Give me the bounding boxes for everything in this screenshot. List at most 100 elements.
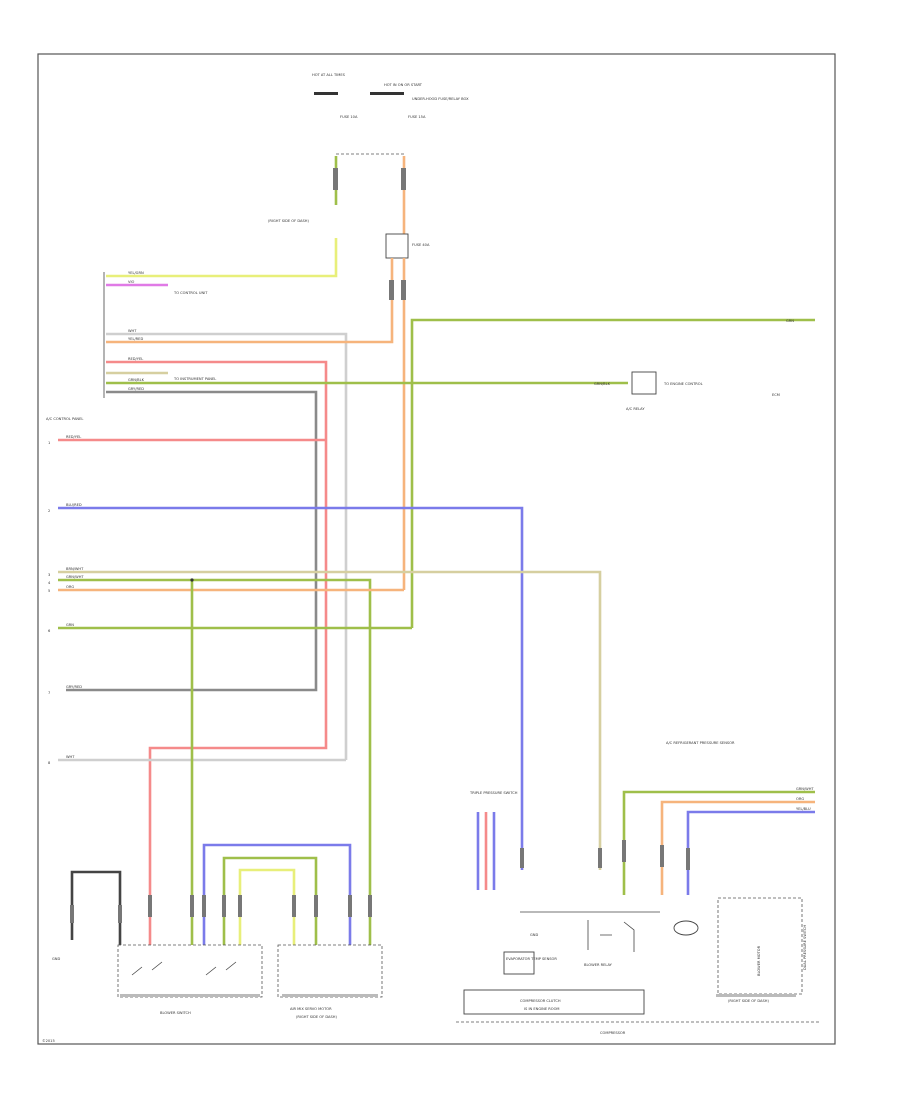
connector bbox=[598, 848, 602, 868]
relay-contacts bbox=[587, 920, 635, 952]
splice bbox=[190, 578, 194, 582]
fuse-box-label-right: HOT IN ON OR START bbox=[384, 83, 423, 87]
thermo-sensor bbox=[503, 951, 535, 975]
ground-label: GND bbox=[530, 933, 538, 937]
connector bbox=[686, 848, 690, 870]
harness-label-c: TO ENGINE CONTROL bbox=[663, 382, 703, 386]
dual-pressure-label: DUAL PRESSURE SWITCH bbox=[803, 925, 807, 970]
wire-white bbox=[106, 332, 348, 760]
wire-label: GRY/RED bbox=[128, 387, 144, 391]
fuse-a-label: FUSE 10A bbox=[340, 115, 358, 119]
compressor-label: COMPRESSOR bbox=[600, 1031, 626, 1035]
compressor-clutch-label: COMPRESSOR CLUTCH bbox=[520, 999, 561, 1003]
blower-switch-label: BLOWER SWITCH bbox=[160, 1011, 191, 1015]
pin-label: 2 bbox=[48, 509, 50, 513]
thermo-label: EVAPORATOR TEMP SENSOR bbox=[506, 957, 557, 961]
motor-bar bbox=[716, 994, 796, 997]
connector bbox=[401, 168, 406, 190]
pin-label: 1 bbox=[48, 441, 50, 445]
ac-relay-label: A/C RELAY bbox=[626, 407, 645, 411]
ac-control-panel-label: A/C CONTROL PANEL bbox=[46, 417, 83, 421]
clutch-coil bbox=[673, 920, 699, 936]
connector bbox=[622, 840, 626, 862]
wire-blue-comp bbox=[686, 810, 815, 895]
pin-label: 5 bbox=[48, 589, 50, 593]
blower-relay-label: BLOWER RELAY bbox=[584, 963, 613, 967]
wire-orange-up bbox=[106, 258, 394, 344]
connector-row bbox=[148, 895, 372, 917]
servo-motor-location: (RIGHT SIDE OF DASH) bbox=[296, 1015, 337, 1019]
wire-label: WHT bbox=[128, 329, 137, 333]
wire-label: WHT bbox=[66, 755, 75, 759]
servo-motor-box bbox=[277, 944, 383, 998]
wire-yellow-green bbox=[106, 238, 338, 278]
aqs-label: A/C REFRIGERANT PRESSURE SENSOR bbox=[666, 741, 735, 745]
wire-label: YEL/RED bbox=[128, 337, 143, 341]
blower-motor-label: BLOWER MOTOR bbox=[757, 945, 761, 976]
wire-green-comp bbox=[622, 790, 815, 895]
wire-label: ORG bbox=[66, 585, 74, 589]
wire-yellow-loop bbox=[238, 868, 296, 945]
wire-label: RED/YEL bbox=[128, 357, 143, 361]
footer-code: ©2015 bbox=[42, 1039, 55, 1043]
switch-bar bbox=[120, 994, 260, 997]
connector bbox=[660, 845, 664, 867]
wire-label: BRN/WHT bbox=[66, 567, 84, 571]
harness-label-a: TO CONTROL UNIT bbox=[173, 291, 208, 295]
fuse-note-label: IS IN ENGINE ROOM bbox=[524, 1007, 560, 1011]
wire-label: YEL/GRN bbox=[128, 271, 144, 275]
wire-label: GRN/WHT bbox=[796, 787, 814, 791]
ground-label: GND bbox=[52, 957, 60, 961]
wire-label: GRY/RED bbox=[66, 685, 82, 689]
connector bbox=[401, 280, 406, 300]
wire-label: YEL/BLU bbox=[796, 807, 811, 811]
servo-motor-label: AIR MIX SERVO MOTOR bbox=[290, 1007, 332, 1011]
bus-bar-left bbox=[314, 92, 338, 95]
wire-label: GRN bbox=[786, 319, 794, 323]
harness-label-b: TO INSTRUMENT PANEL bbox=[173, 377, 216, 381]
connector bbox=[118, 905, 122, 923]
pin-label: 3 bbox=[48, 573, 50, 577]
fuse-box-top: HOT AT ALL TIMES HOT IN ON OR START UNDE… bbox=[312, 73, 469, 155]
wire-tan bbox=[58, 570, 602, 870]
fuse-box-label-left: HOT AT ALL TIMES bbox=[312, 73, 346, 77]
connector bbox=[70, 905, 74, 923]
ac-relay bbox=[631, 371, 657, 395]
wire-label: ORG bbox=[796, 797, 804, 801]
wire-orange-comp bbox=[660, 800, 815, 895]
wire-red bbox=[106, 360, 328, 945]
wire-label: RED/YEL bbox=[66, 435, 81, 439]
wire-blue bbox=[58, 506, 524, 870]
ecm-label: ECM bbox=[772, 393, 780, 397]
fuse-b-label: FUSE 15A bbox=[408, 115, 426, 119]
pin-label: 7 bbox=[48, 691, 50, 695]
wire-label: GRN/BLK bbox=[594, 382, 611, 386]
blower-switch-box bbox=[117, 944, 263, 998]
connector bbox=[333, 168, 338, 190]
power-note: UNDER-HOOD FUSE/RELAY BOX bbox=[412, 97, 469, 101]
servo-bar bbox=[282, 994, 378, 997]
wire-label: GRN bbox=[66, 623, 74, 627]
pin-label: 4 bbox=[48, 581, 51, 585]
wire-label: BLU/RED bbox=[66, 503, 82, 507]
wire-black-ground bbox=[70, 870, 122, 945]
blower-location-label: (RIGHT SIDE OF DASH) bbox=[728, 999, 769, 1003]
connector bbox=[389, 280, 394, 300]
wire-label: VIO bbox=[128, 280, 135, 284]
bus-bar-right bbox=[370, 92, 404, 95]
switch-contacts bbox=[131, 961, 237, 976]
fuse-link-box bbox=[385, 233, 409, 259]
pin-label: 6 bbox=[48, 629, 51, 633]
wire-label: GRN/WHT bbox=[66, 575, 84, 579]
diagram-frame bbox=[37, 53, 836, 1045]
fuse-link-label: FUSE 40A bbox=[412, 243, 430, 247]
pin-label: 8 bbox=[48, 761, 51, 765]
wire-label: GRN/BLK bbox=[128, 378, 145, 382]
pressure-switch-label: TRIPLE PRESSURE SWITCH bbox=[469, 791, 518, 795]
compressor-clutch-box bbox=[463, 989, 645, 1015]
connector bbox=[520, 848, 524, 868]
wire-green-blower bbox=[58, 578, 372, 945]
wire-green-right bbox=[410, 318, 815, 628]
relay-location-label: (RIGHT SIDE OF DASH) bbox=[268, 219, 309, 223]
